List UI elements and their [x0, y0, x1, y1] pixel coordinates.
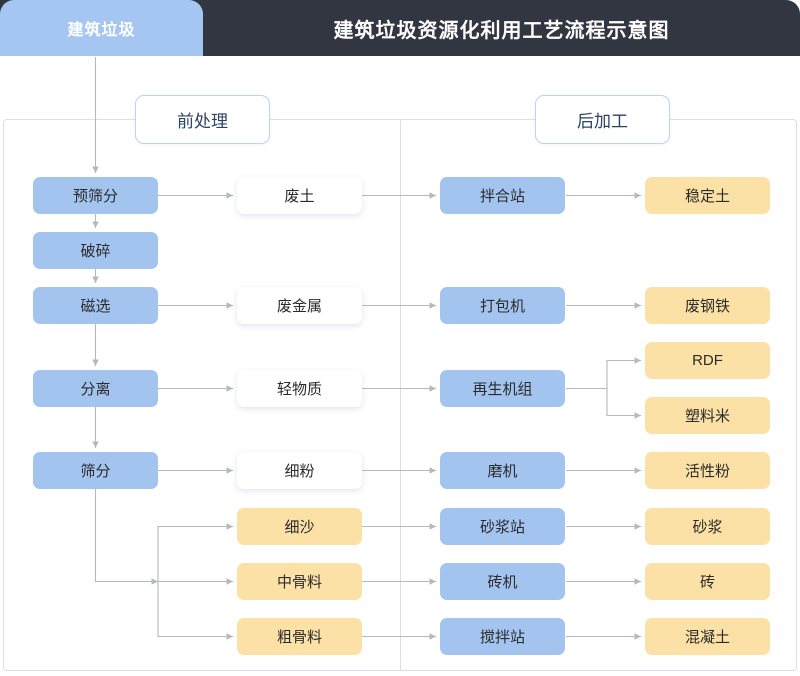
node-mill[interactable]: 磨机 [440, 452, 565, 489]
node-concrete-station[interactable]: 搅拌站 [440, 618, 565, 655]
header-tab-construction-waste[interactable]: 建筑垃圾 [0, 0, 203, 56]
node-brick-machine[interactable]: 砖机 [440, 563, 565, 600]
node-light-matter[interactable]: 轻物质 [237, 370, 362, 407]
stage-label-postprocess: 后加工 [535, 95, 670, 144]
node-coarse-aggregate[interactable]: 粗骨料 [237, 618, 362, 655]
node-regen-unit[interactable]: 再生机组 [440, 370, 565, 407]
node-waste-soil[interactable]: 废土 [237, 177, 362, 214]
node-fine-powder[interactable]: 细粉 [237, 452, 362, 489]
node-mortar[interactable]: 砂浆 [645, 508, 770, 545]
node-separate[interactable]: 分离 [33, 370, 158, 407]
node-rdf[interactable]: RDF [645, 342, 770, 379]
node-crush[interactable]: 破碎 [33, 232, 158, 269]
node-waste-metal[interactable]: 废金属 [237, 287, 362, 324]
node-fine-sand[interactable]: 细沙 [237, 508, 362, 545]
node-mid-aggregate[interactable]: 中骨料 [237, 563, 362, 600]
node-stabilized-soil[interactable]: 稳定土 [645, 177, 770, 214]
node-brick[interactable]: 砖 [645, 563, 770, 600]
node-mixing-station[interactable]: 拌合站 [440, 177, 565, 214]
page-title: 建筑垃圾资源化利用工艺流程示意图 [333, 19, 670, 42]
node-baler[interactable]: 打包机 [440, 287, 565, 324]
node-mortar-station[interactable]: 砂浆站 [440, 508, 565, 545]
section-divider [400, 119, 401, 671]
node-magnetic[interactable]: 磁选 [33, 287, 158, 324]
node-scrap-steel[interactable]: 废钢铁 [645, 287, 770, 324]
node-pre-screen[interactable]: 预筛分 [33, 177, 158, 214]
node-plastic-pellet[interactable]: 塑料米 [645, 397, 770, 434]
stage-label-pretreatment: 前处理 [135, 95, 270, 144]
node-screening[interactable]: 筛分 [33, 452, 158, 489]
node-active-powder[interactable]: 活性粉 [645, 452, 770, 489]
node-concrete[interactable]: 混凝土 [645, 618, 770, 655]
